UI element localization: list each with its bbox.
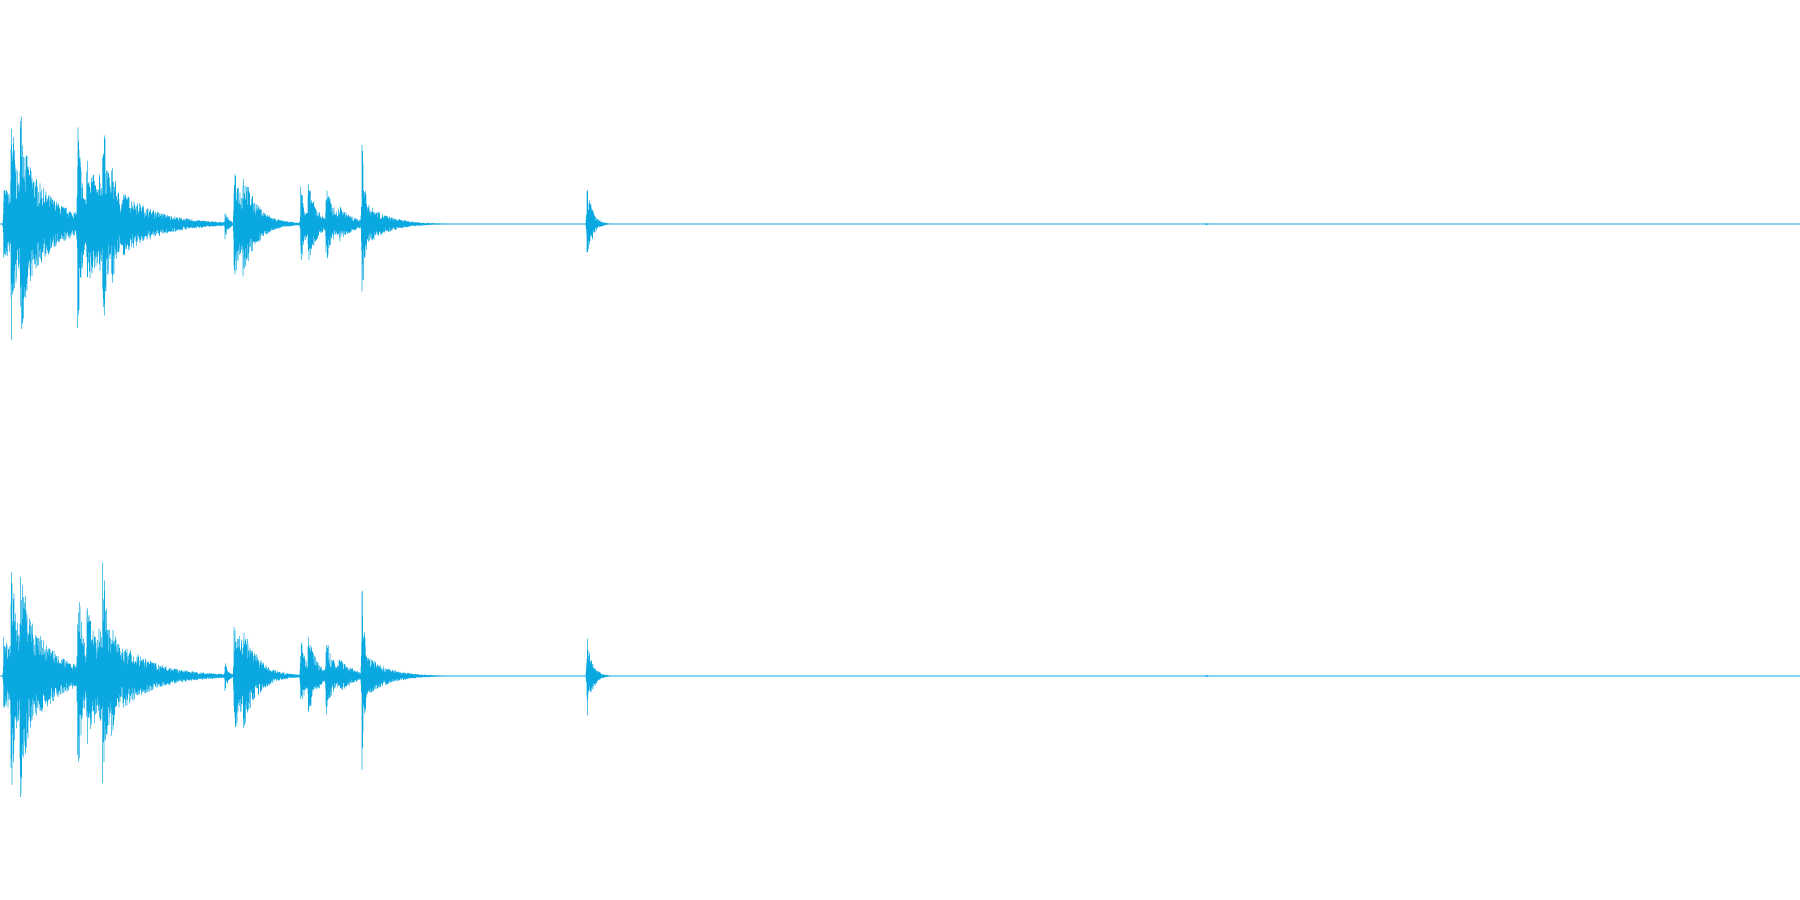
channel-1	[0, 116, 1800, 340]
channels-group	[0, 116, 1800, 798]
channel-1-waveform	[2, 116, 1210, 340]
channel-2-waveform	[2, 562, 1210, 798]
channel-2	[0, 562, 1800, 798]
